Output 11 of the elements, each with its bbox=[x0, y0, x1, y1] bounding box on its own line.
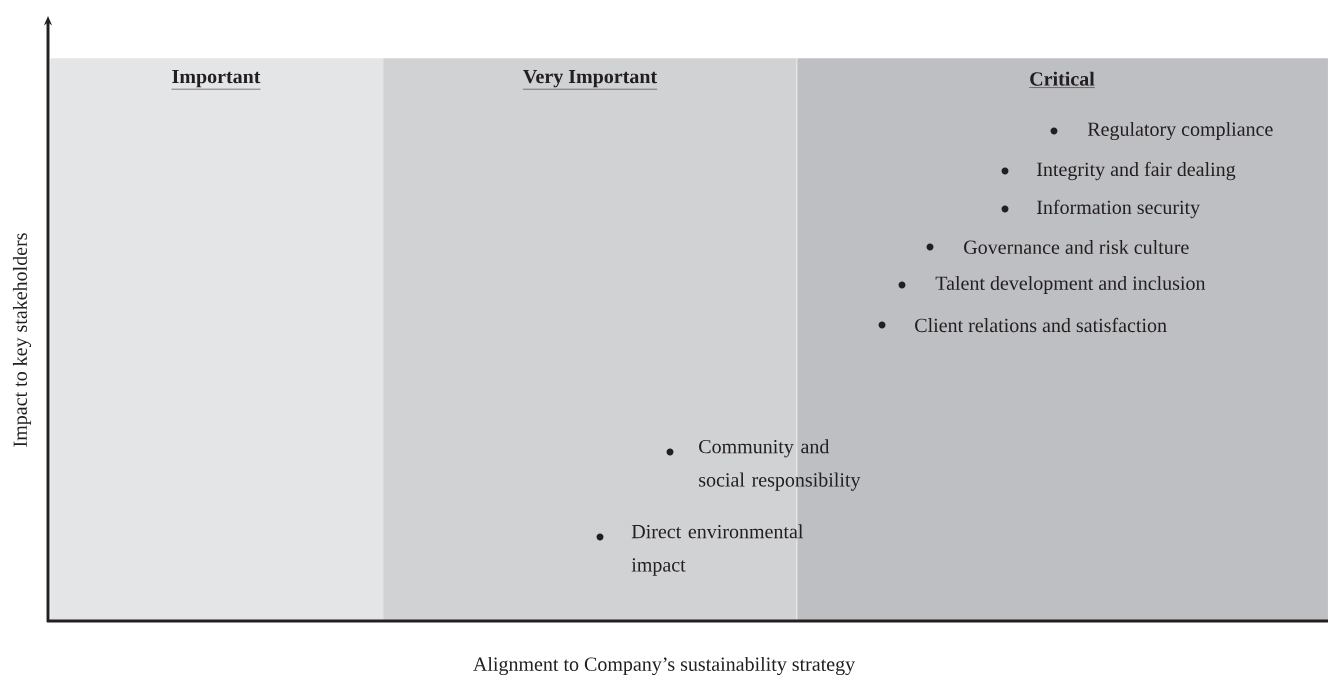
item-text: Governance and risk culture bbox=[964, 239, 1189, 254]
axis-title: Alignment to Company’s sustainability strategy bbox=[473, 656, 856, 676]
item-text: Community and social responsibility bbox=[699, 439, 861, 491]
axis-title: Impact to key stakeholders bbox=[12, 233, 32, 447]
band: Important bbox=[50, 58, 384, 621]
item-text: Client relations and satisfaction bbox=[915, 317, 1167, 333]
item-text: Direct environmental impact bbox=[631, 524, 804, 576]
item-text: Regulatory compliance bbox=[1087, 121, 1273, 141]
item-text: Talent development and inclusion bbox=[935, 275, 1206, 295]
item-text: Integrity and fair dealing bbox=[1037, 161, 1236, 181]
item-text: Information security bbox=[1037, 199, 1201, 219]
